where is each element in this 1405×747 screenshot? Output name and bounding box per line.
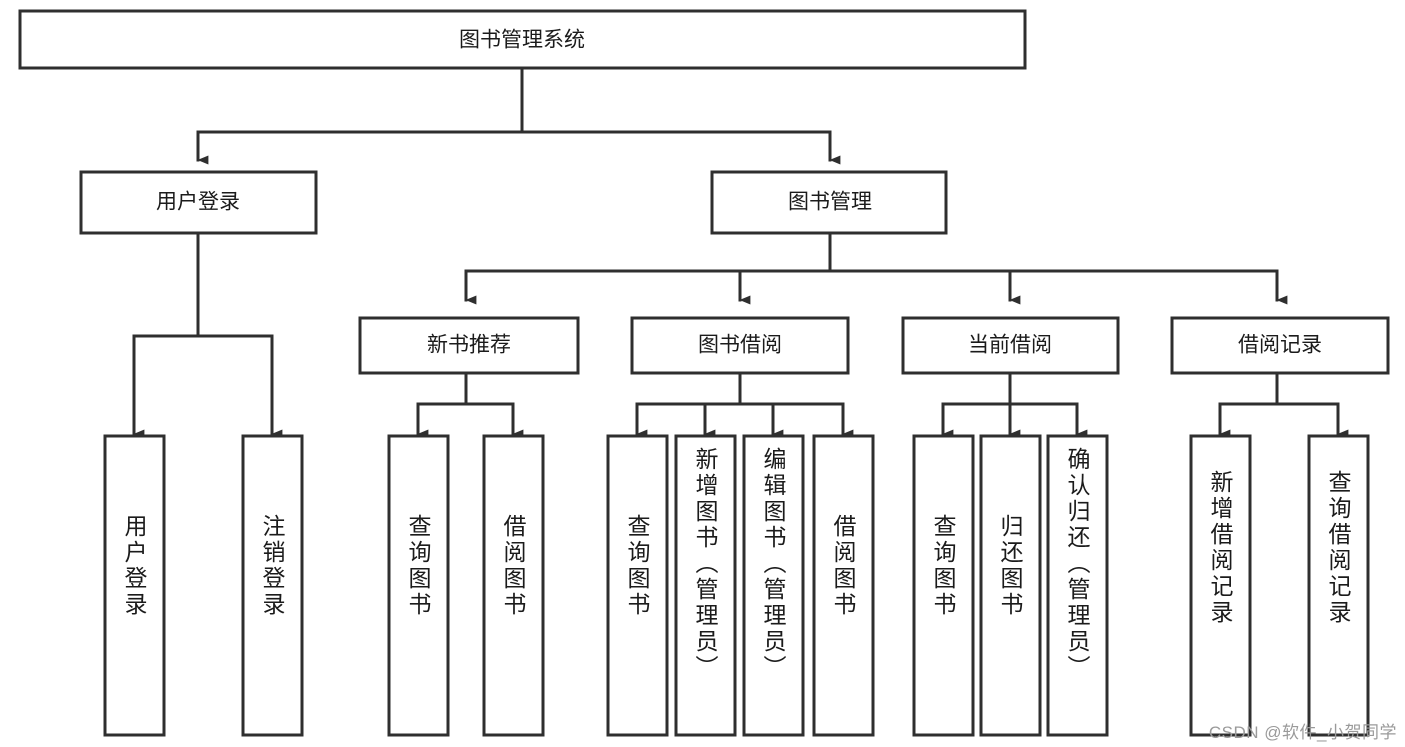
leaf-book-borrow-3-label: 编辑图书（管理员） [760, 447, 787, 681]
leaf-current-borrow-3-box[interactable] [1046, 434, 1109, 737]
leaf-book-borrow-1-label: 查询图书 [624, 514, 651, 618]
leaf-book-borrow-2-box[interactable] [674, 434, 737, 737]
connector-group-current-borrow [941, 371, 1088, 439]
leaf-new-book-1-label: 查询图书 [405, 514, 432, 618]
connector-group-book-borrow [635, 371, 854, 439]
node-root-label: 图书管理系统 [459, 29, 585, 52]
leaf-current-borrow-2-box[interactable] [979, 434, 1042, 737]
node-new-book-recommend-box[interactable] [358, 316, 580, 375]
leaf-new-book-2[interactable]: 借阅图书 [482, 434, 545, 737]
node-book-borrow-label: 图书借阅 [698, 334, 782, 357]
leaf-new-book-1-box[interactable] [387, 434, 450, 737]
node-borrow-record[interactable]: 借阅记录 [1170, 316, 1390, 375]
leaf-borrow-record-2-label: 查询借阅记录 [1325, 470, 1352, 626]
node-new-book-recommend[interactable]: 新书推荐 [358, 316, 580, 375]
node-user-login-box[interactable] [79, 170, 318, 235]
node-new-book-recommend-label: 新书推荐 [427, 334, 511, 357]
leaf-new-book-1[interactable]: 查询图书 [387, 434, 450, 737]
leaf-current-borrow-1[interactable]: 查询图书 [912, 434, 975, 737]
leaf-book-borrow-4-label: 借阅图书 [830, 514, 857, 618]
leaf-user-login-1[interactable]: 用户登录 [103, 434, 166, 737]
leaf-book-borrow-3-box[interactable] [742, 434, 805, 737]
leaf-borrow-record-1[interactable]: 新增借阅记录 [1189, 434, 1252, 737]
connector-group-new-book [416, 371, 524, 439]
leaf-user-login-1-box[interactable] [103, 434, 166, 737]
leaf-book-borrow-2[interactable]: 新增图书（管理员） [674, 434, 737, 737]
leaf-borrow-record-2-box[interactable] [1307, 434, 1370, 737]
node-book-borrow-box[interactable] [630, 316, 850, 375]
leaf-book-borrow-1-box[interactable] [606, 434, 669, 737]
connector-group-borrow-record [1218, 371, 1349, 439]
leaf-book-borrow-2-label: 新增图书（管理员） [692, 447, 719, 681]
connector-group-book-manage [464, 231, 1288, 305]
node-current-borrow-label: 当前借阅 [968, 334, 1052, 357]
node-current-borrow[interactable]: 当前借阅 [901, 316, 1120, 375]
connector-group-root [196, 66, 841, 165]
leaf-new-book-2-label: 借阅图书 [500, 514, 527, 618]
node-borrow-record-label: 借阅记录 [1238, 334, 1322, 357]
leaf-borrow-record-1-label: 新增借阅记录 [1207, 470, 1234, 626]
leaf-borrow-record-1-box[interactable] [1189, 434, 1252, 737]
node-book-borrow[interactable]: 图书借阅 [630, 316, 850, 375]
leaf-book-borrow-4-box[interactable] [812, 434, 875, 737]
node-book-manage[interactable]: 图书管理 [710, 170, 948, 235]
leaf-user-login-2-label: 注销登录 [259, 514, 286, 618]
leaf-book-borrow-3[interactable]: 编辑图书（管理员） [742, 434, 805, 737]
csdn-watermark: CSDN @软件_小贺同学 [1208, 723, 1397, 742]
node-book-manage-label: 图书管理 [788, 191, 872, 214]
leaf-new-book-2-box[interactable] [482, 434, 545, 737]
leaf-current-borrow-3[interactable]: 确认归还（管理员） [1046, 434, 1109, 737]
leaf-borrow-record-2[interactable]: 查询借阅记录 [1307, 434, 1370, 737]
leaf-current-borrow-3-label: 确认归还（管理员） [1064, 447, 1091, 681]
leaf-user-login-2-box[interactable] [241, 434, 304, 737]
leaf-current-borrow-2-label: 归还图书 [997, 514, 1024, 618]
leaf-user-login-2[interactable]: 注销登录 [241, 434, 304, 737]
leaf-user-login-1-label: 用户登录 [121, 514, 148, 618]
leaf-current-borrow-1-box[interactable] [912, 434, 975, 737]
leaf-book-borrow-4[interactable]: 借阅图书 [812, 434, 875, 737]
node-user-login-label: 用户登录 [156, 191, 240, 214]
leaf-current-borrow-2[interactable]: 归还图书 [979, 434, 1042, 737]
connector-group-user-login [132, 231, 283, 439]
node-current-borrow-box[interactable] [901, 316, 1120, 375]
node-root-box[interactable] [18, 9, 1027, 70]
leaf-current-borrow-1-label: 查询图书 [930, 514, 957, 618]
leaf-book-borrow-1[interactable]: 查询图书 [606, 434, 669, 737]
node-borrow-record-box[interactable] [1170, 316, 1390, 375]
node-root[interactable]: 图书管理系统 [18, 9, 1027, 70]
node-book-manage-box[interactable] [710, 170, 948, 235]
node-user-login[interactable]: 用户登录 [79, 170, 318, 235]
